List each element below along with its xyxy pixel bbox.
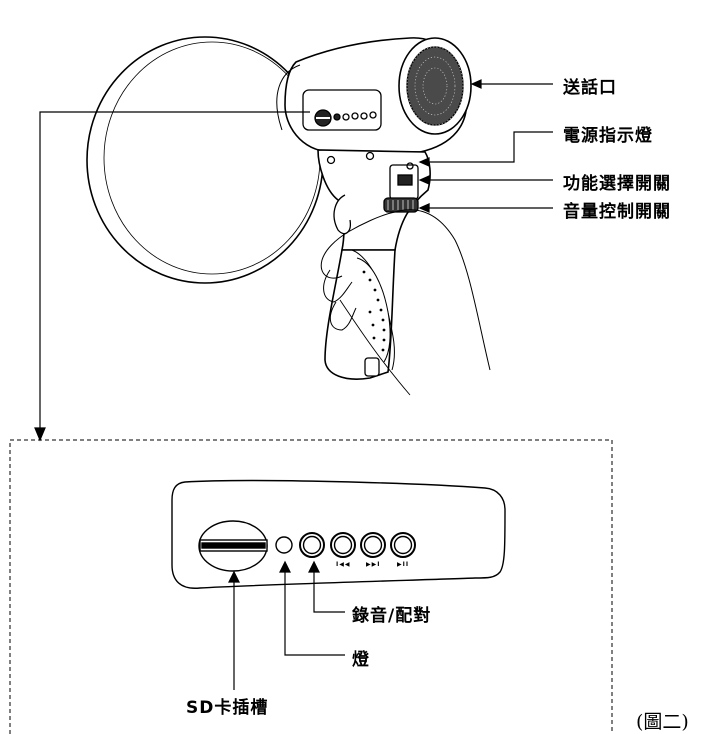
record-pair-button — [299, 532, 325, 558]
panel-leader-lines — [228, 560, 345, 690]
hand — [320, 209, 491, 371]
volume-wheel — [383, 197, 419, 213]
symbol-next: ▶▶I — [366, 561, 381, 568]
label-mouthpiece: 送話口 — [563, 78, 617, 98]
symbol-play-pause: ▶II — [397, 561, 410, 568]
next-button — [360, 532, 386, 558]
label-power-indicator: 電源指示燈 — [563, 126, 653, 146]
figure-caption: (圖二) — [636, 711, 689, 733]
horn-bell — [86, 36, 324, 284]
detail-frame — [9, 439, 613, 734]
label-light: 燈 — [352, 650, 370, 670]
play-pause-button — [390, 532, 416, 558]
side-panel — [302, 89, 382, 131]
indicator-light — [275, 536, 293, 554]
label-sd-slot: SD卡插槽 — [186, 698, 269, 718]
label-record-pair: 錄音/配對 — [352, 606, 432, 626]
megaphone-illustration — [86, 36, 491, 396]
symbol-previous: I◀◀ — [336, 561, 351, 568]
top-leader-lines — [418, 79, 553, 213]
detail-arrow — [34, 111, 310, 442]
label-volume-switch: 音量控制開關 — [563, 202, 671, 222]
label-function-switch: 功能選擇開關 — [563, 174, 671, 194]
control-panel — [171, 479, 506, 589]
previous-button — [330, 532, 356, 558]
